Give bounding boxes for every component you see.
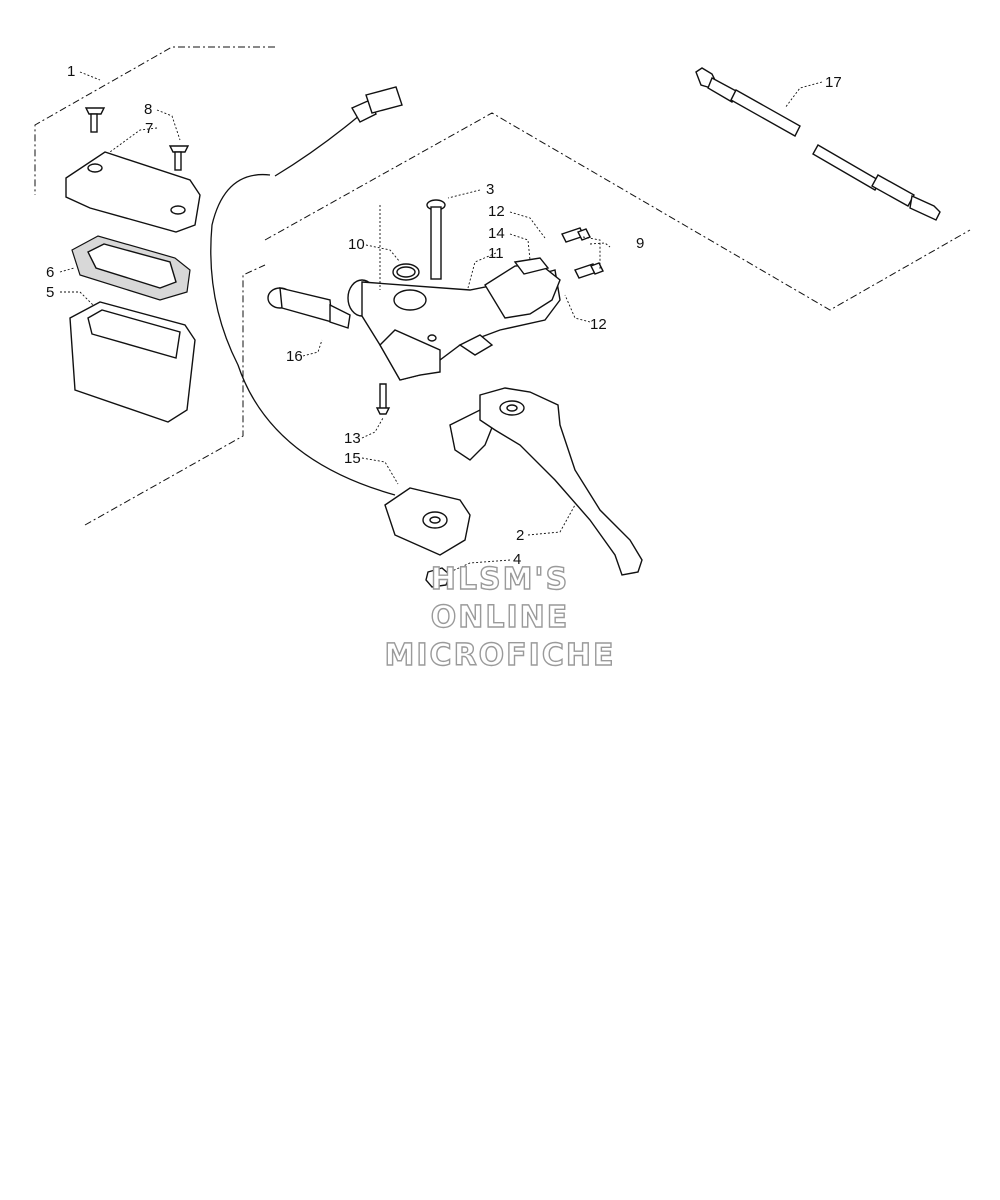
leader-lines [59,71,823,573]
part-6-diaphragm [71,235,191,301]
callout-3: 3 [486,181,494,198]
wire-harness [210,86,403,496]
callout-4: 4 [513,551,521,568]
callout-17: 17 [825,74,842,91]
callout-5: 5 [46,284,54,301]
callout-1: 1 [67,63,75,80]
callout-14: 14 [488,225,505,242]
watermark-line-2: ONLINE [431,600,570,635]
callout-11: 11 [488,245,504,262]
part-11-clamp [484,257,561,319]
callout-12-top: 12 [488,203,505,220]
watermark-line-1: HLSM'S [431,562,569,597]
part-8-screws [84,107,190,171]
assembly-boundary-left [34,46,275,526]
callout-8: 8 [144,101,152,118]
part-10-o-ring [392,263,420,281]
watermark: HLSM'S ONLINE MICROFICHE [384,561,616,673]
callout-13: 13 [344,430,361,447]
callout-16: 16 [286,348,303,365]
part-17-cable [695,67,941,221]
part-15-switch-housing [384,487,471,556]
callout-6: 6 [46,264,54,281]
callout-12-bottom: 12 [590,316,607,333]
assembly-boundary-main [264,112,971,311]
part-13-pin [375,383,391,415]
part-2-brake-lever [449,387,643,576]
part-7-reservoir-cover [65,151,201,233]
callout-15: 15 [344,450,361,467]
part-16-switch [267,287,351,329]
watermark-line-3: MICROFICHE [385,638,616,673]
part-4-nut [425,567,451,588]
callout-7: 7 [145,120,153,137]
callout-10: 10 [348,236,365,253]
callout-labels: 1 2 3 4 5 6 7 8 9 10 11 12 12 13 14 15 1… [46,63,842,568]
part-5-reservoir [69,301,196,423]
callout-2: 2 [516,527,524,544]
part-3-bolt [426,199,446,280]
callout-9: 9 [636,235,644,252]
part-9-screws [561,227,604,279]
